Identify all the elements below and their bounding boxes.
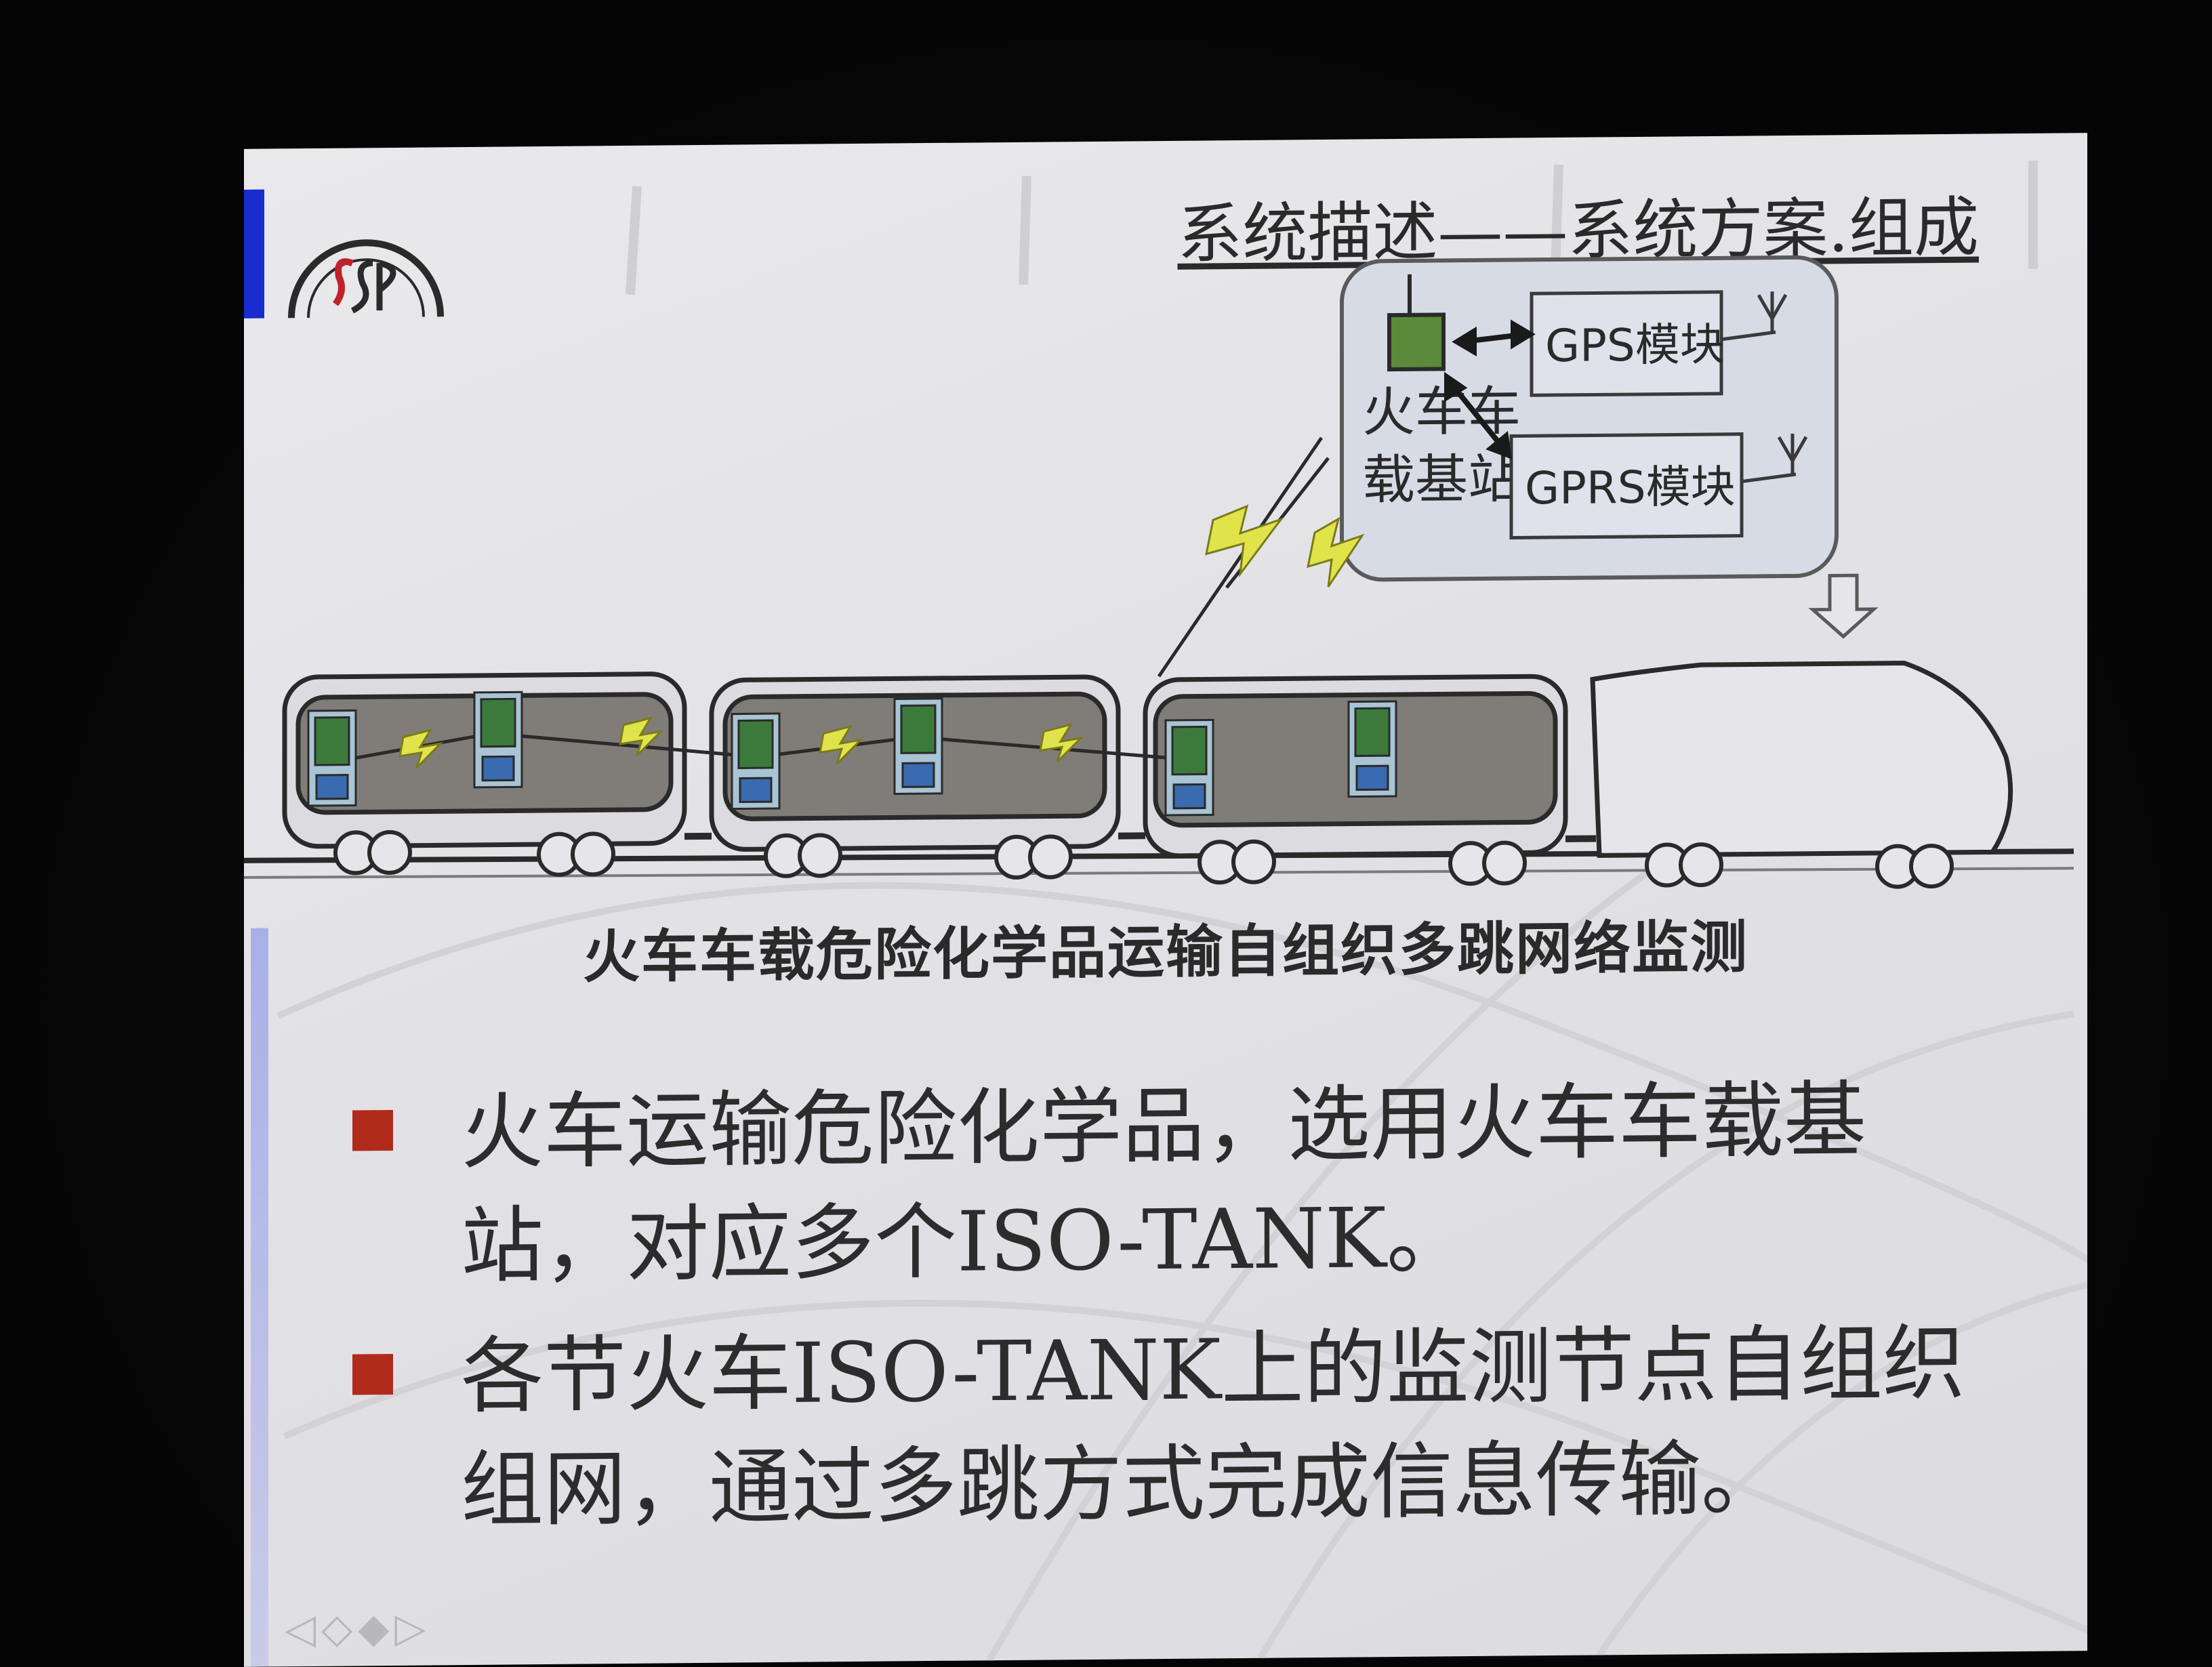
slide-navigation-icons: ◁◇◆▷ [285,1604,432,1653]
bullet-text-2: 各节火车ISO-TANK上的监测节点自组织组网，通过多跳方式完成信息传输。 [434,1306,2013,1547]
base-station-label-2: 载基站 [1362,449,1521,511]
gps-module-label: GPS模块 [1545,318,1725,372]
bullet-item-1: 火车运输危险化学品，选用火车车载基站，对应多个ISO-TANK。 [434,1062,2013,1303]
bullet-marker-icon [352,1110,393,1151]
accent-bar-left [251,928,268,1667]
bullet-marker-icon [352,1354,393,1395]
bullet-text-1: 火车运输危险化学品，选用火车车载基站，对应多个ISO-TANK。 [434,1062,2013,1303]
network-diagram: 火车车 载基站 GPS模块 GPRS模块 [244,133,2087,962]
base-station-label-1: 火车车 [1362,381,1521,443]
base-station-icon [1389,314,1443,369]
locomotive [1593,662,2011,855]
down-arrow-icon [1813,575,1874,637]
gprs-module-label: GPRS模块 [1525,461,1736,515]
bullet-item-2: 各节火车ISO-TANK上的监测节点自组织组网，通过多跳方式完成信息传输。 [434,1306,2013,1547]
diagram-caption: 火车车载危险化学品运输自组织多跳网络监测 [583,900,1904,993]
projected-slide: 系统描述——系统方案.组成 火车车 载基站 GPS模块 GPRS模块 [244,133,2087,1667]
